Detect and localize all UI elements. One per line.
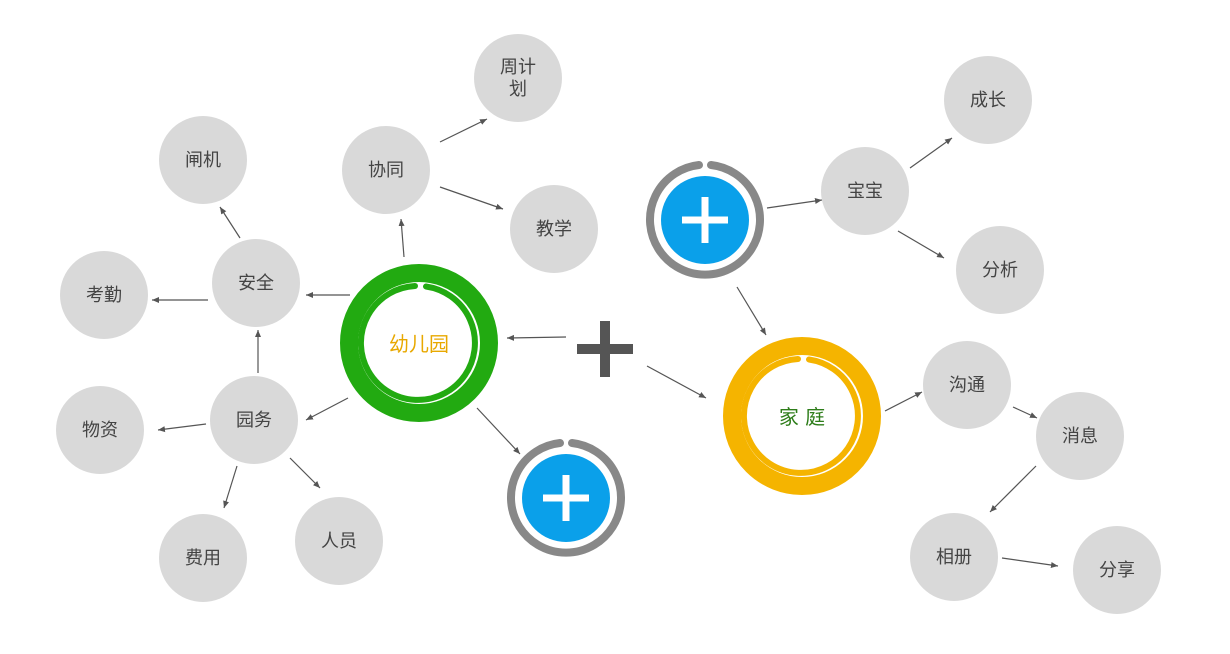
node-circle <box>910 513 998 601</box>
plus-icon <box>577 321 633 377</box>
node-label: 人员 <box>321 531 357 552</box>
arrow <box>884 391 923 412</box>
arrow <box>305 397 349 421</box>
node-label: 安全 <box>238 273 274 294</box>
node-zhoujihua: 周计划 <box>474 34 562 122</box>
arrow <box>476 407 521 455</box>
node-circle <box>56 386 144 474</box>
arrow <box>439 186 504 210</box>
node-label: 闸机 <box>185 150 221 171</box>
arrow <box>439 118 488 143</box>
node-label: 划 <box>509 79 527 100</box>
node-label: 园务 <box>236 410 272 431</box>
node-circle <box>1073 526 1161 614</box>
node-label: 分享 <box>1099 560 1135 581</box>
plus-icon <box>543 475 589 521</box>
arrow <box>909 137 953 169</box>
node-feiyong: 费用 <box>159 514 247 602</box>
add-button-ring <box>507 439 625 557</box>
node-anquan: 安全 <box>212 239 300 327</box>
node-circle <box>944 56 1032 144</box>
node-zhaji: 闸机 <box>159 116 247 204</box>
arrow <box>989 465 1037 513</box>
node-xiangce: 相册 <box>910 513 998 601</box>
node-label: 物资 <box>82 420 118 441</box>
node-jiaoxue: 教学 <box>510 185 598 273</box>
node-circle <box>510 185 598 273</box>
hub-label: 家 庭 <box>779 405 825 429</box>
arrow <box>736 286 767 336</box>
node-xiaoxi: 消息 <box>1036 392 1124 480</box>
node-circle <box>342 126 430 214</box>
arrow <box>506 334 567 341</box>
node-xietong: 协同 <box>342 126 430 214</box>
arrow <box>219 206 241 239</box>
node-label: 周计 <box>500 57 536 78</box>
node-circle <box>956 226 1044 314</box>
arrow <box>398 218 405 258</box>
node-label: 相册 <box>936 547 972 568</box>
node-circle <box>159 514 247 602</box>
hub-ring <box>723 337 881 495</box>
arrow <box>157 423 207 433</box>
node-fenxi: 分析 <box>956 226 1044 314</box>
node-kaoqin: 考勤 <box>60 251 148 339</box>
node-label: 协同 <box>368 160 404 181</box>
node-label: 宝宝 <box>847 181 883 202</box>
node-circle <box>60 251 148 339</box>
hub-inner-ring <box>740 356 861 476</box>
node-circle <box>212 239 300 327</box>
arrow <box>1012 406 1038 419</box>
node-circle <box>210 376 298 464</box>
arrow <box>223 465 238 509</box>
node-circle <box>1036 392 1124 480</box>
node-label: 沟通 <box>949 375 985 396</box>
node-circle <box>923 341 1011 429</box>
arrow <box>646 365 707 399</box>
node-wuzi: 物资 <box>56 386 144 474</box>
hub-label: 幼儿园 <box>389 332 449 356</box>
arrow <box>766 198 823 209</box>
arrows <box>152 118 1059 568</box>
hub-family: 家 庭 <box>723 337 881 495</box>
node-label: 费用 <box>185 548 221 569</box>
arrow <box>289 457 321 489</box>
node-label: 分析 <box>982 260 1018 281</box>
arrow <box>1001 557 1059 568</box>
plus-icon <box>682 197 728 243</box>
node-label: 教学 <box>536 219 572 240</box>
node-yuanwu: 园务 <box>210 376 298 464</box>
hub-ring <box>340 264 498 422</box>
hub-inner-ring <box>357 283 478 403</box>
node-circle <box>474 34 562 122</box>
node-goutong: 沟通 <box>923 341 1011 429</box>
node-fenxiang: 分享 <box>1073 526 1161 614</box>
node-label: 考勤 <box>86 285 122 306</box>
node-circle <box>159 116 247 204</box>
add-button-bottom[interactable] <box>507 439 625 557</box>
node-chengzhang: 成长 <box>944 56 1032 144</box>
arrow <box>897 230 945 259</box>
add-button-ring <box>646 161 764 279</box>
node-baobao: 宝宝 <box>821 147 909 235</box>
node-circle <box>295 497 383 585</box>
add-button-top[interactable] <box>646 161 764 279</box>
hub-kindergarten: 幼儿园 <box>340 264 498 422</box>
node-circle <box>821 147 909 235</box>
node-renyuan: 人员 <box>295 497 383 585</box>
node-label: 消息 <box>1062 426 1098 447</box>
node-label: 成长 <box>970 90 1006 111</box>
